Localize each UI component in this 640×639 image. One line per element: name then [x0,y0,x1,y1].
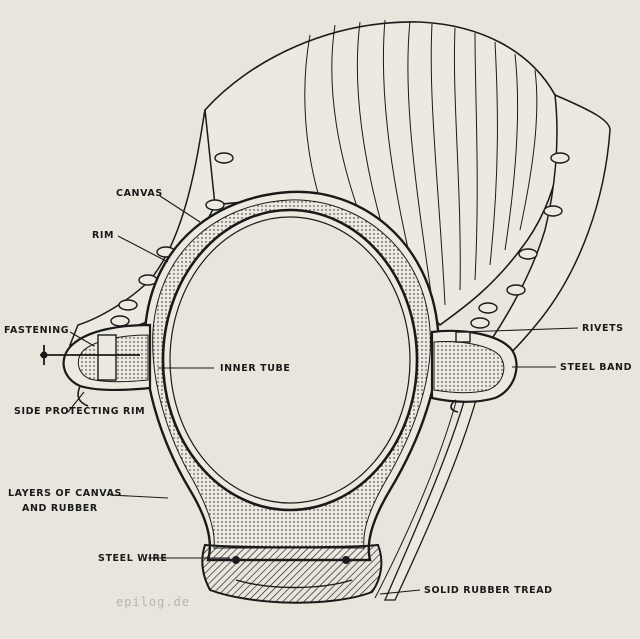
steel-wire-dot-right [342,556,350,564]
rim-extension [374,379,481,601]
label-canvas: CANVAS [116,188,163,199]
label-rivets: RIVETS [582,323,624,334]
right-steel-band-block [430,329,518,413]
label-steel-wire: STEEL WIRE [98,553,167,564]
steel-wire-dot-left [232,556,240,564]
label-side-protecting-rim: SIDE PROTECTING RIM [14,406,145,417]
label-steel-band: STEEL BAND [560,362,632,373]
label-fastening: FASTENING [4,325,69,336]
watermark: epilog.de [116,595,190,609]
left-fastening-block [40,323,152,407]
inner-tube [161,208,419,512]
solid-rubber-tread [201,543,383,604]
label-rim: RIM [92,230,114,241]
rim-flange-right [469,93,611,381]
leader-lines [67,195,579,595]
label-inner-tube: INNER TUBE [220,363,290,374]
label-layers-line1: LAYERS OF CANVAS [8,488,122,499]
label-solid-rubber-tread: SOLID RUBBER TREAD [424,585,553,596]
label-layers-line2: AND RUBBER [22,503,98,514]
